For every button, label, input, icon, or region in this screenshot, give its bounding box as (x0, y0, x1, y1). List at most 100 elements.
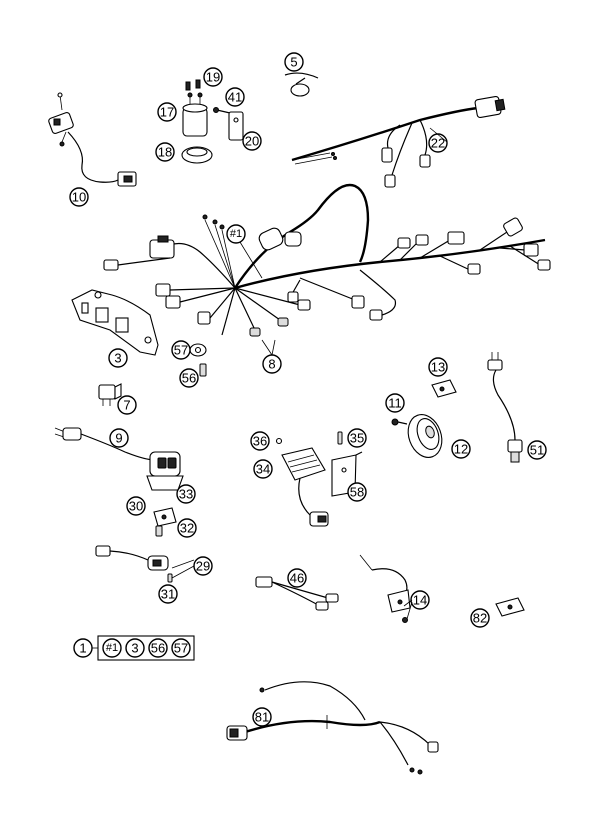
part-19-screws (185, 79, 201, 91)
callout-22: 22 (428, 133, 448, 153)
kit-item-3: 3 (125, 638, 145, 658)
part-1-main-harness (103, 183, 551, 337)
part-3-bracket-plate (71, 289, 159, 356)
part-22-light-harness (291, 95, 506, 188)
part-33-switch-housing (146, 451, 184, 491)
svg-text:57: 57 (174, 343, 188, 358)
svg-text:32: 32 (180, 521, 194, 536)
part-81-aux-harness (226, 681, 439, 775)
callout-58: 58 (347, 482, 367, 502)
callout-11: 11 (385, 393, 405, 413)
svg-text:1: 1 (79, 641, 86, 656)
callout-29: 29 (193, 556, 213, 576)
callout-34: 34 (253, 459, 273, 479)
svg-text:57: 57 (174, 641, 188, 656)
part-51-sensor (487, 352, 523, 463)
svg-text:3: 3 (131, 641, 138, 656)
part-13-bracket (431, 379, 457, 398)
svg-text:3: 3 (114, 351, 121, 366)
part-18-rubber-ring (181, 146, 213, 164)
callout-51: 51 (527, 440, 547, 460)
callout-10: 10 (69, 187, 89, 207)
part-29-switch (95, 545, 169, 571)
part-46-adapter-cable (255, 576, 339, 611)
svg-text:41: 41 (228, 90, 242, 105)
svg-text:#1: #1 (106, 642, 118, 654)
callout-56: 56 (179, 368, 199, 388)
part-5-cable-tie (284, 72, 319, 97)
part-7-relay (98, 383, 122, 406)
svg-text:35: 35 (350, 431, 364, 446)
svg-text:13: 13 (431, 360, 445, 375)
part-41-screw (213, 107, 231, 114)
svg-text:22: 22 (431, 136, 445, 151)
part-82-plate (495, 597, 525, 617)
svg-text:58: 58 (350, 485, 364, 500)
callout-57: 57 (171, 340, 191, 360)
svg-text:33: 33 (179, 487, 193, 502)
callout-35: 35 (347, 428, 367, 448)
part-31-screw (167, 573, 173, 583)
svg-text:12: 12 (454, 442, 468, 457)
callout-5: 5 (284, 52, 304, 72)
part-36-washer (275, 437, 283, 445)
callout-41: 41 (225, 87, 245, 107)
svg-text:7: 7 (123, 398, 130, 413)
callout-32: 32 (177, 518, 197, 538)
part-17-capacitor (182, 92, 208, 137)
svg-text:46: 46 (290, 571, 304, 586)
callout-33: 33 (176, 484, 196, 504)
callout-13: 13 (428, 357, 448, 377)
svg-text:20: 20 (245, 134, 259, 149)
svg-text:81: 81 (255, 710, 269, 725)
svg-text:8: 8 (268, 357, 275, 372)
svg-text:10: 10 (72, 190, 86, 205)
callout-9: 9 (109, 428, 129, 448)
callout-7: 7 (117, 395, 137, 415)
callout-20: 20 (242, 131, 262, 151)
kit-item-hash-1: #1 (102, 638, 122, 658)
svg-text:30: 30 (129, 499, 143, 514)
svg-text:56: 56 (182, 371, 196, 386)
kit-item-56: 56 (148, 638, 168, 658)
part-34-regulator (281, 447, 329, 527)
callout-8: 8 (262, 354, 282, 374)
part-35-screw (337, 431, 343, 445)
part-30-switch-block (153, 507, 177, 527)
svg-text:17: 17 (160, 105, 174, 120)
callout-3: 3 (108, 348, 128, 368)
svg-text:51: 51 (530, 443, 544, 458)
callout-17: 17 (157, 102, 177, 122)
kit-1-contents: 1 #1 3 56 57 (73, 635, 195, 661)
part-56-screw (199, 363, 207, 377)
callout-12: 12 (451, 439, 471, 459)
part-11-horn-screw (391, 418, 408, 426)
part-32-screw (155, 525, 163, 537)
kit-item-57: 57 (171, 638, 191, 658)
svg-text:9: 9 (115, 431, 122, 446)
callout-14: 14 (410, 590, 430, 610)
callout-36: 36 (250, 431, 270, 451)
callout-19: 19 (203, 67, 223, 87)
part-57-clip (189, 343, 207, 357)
callout-30: 30 (126, 496, 146, 516)
svg-text:14: 14 (413, 593, 427, 608)
callout-31: 31 (158, 584, 178, 604)
svg-text:36: 36 (253, 434, 267, 449)
svg-text:31: 31 (161, 587, 175, 602)
callout-1: 1 (73, 638, 93, 658)
svg-text:34: 34 (256, 462, 270, 477)
part-14-switch (359, 554, 411, 623)
callout-82: 82 (470, 608, 490, 628)
part-20-bracket (228, 111, 244, 141)
part-9-cable (54, 427, 156, 461)
svg-text:19: 19 (206, 70, 220, 85)
part-10-switch (48, 92, 137, 187)
svg-text:56: 56 (151, 641, 165, 656)
part-12-horn (407, 414, 443, 458)
callout-18: 18 (155, 142, 175, 162)
callout-46: 46 (287, 568, 307, 588)
svg-text:82: 82 (473, 611, 487, 626)
svg-text:18: 18 (158, 145, 172, 160)
